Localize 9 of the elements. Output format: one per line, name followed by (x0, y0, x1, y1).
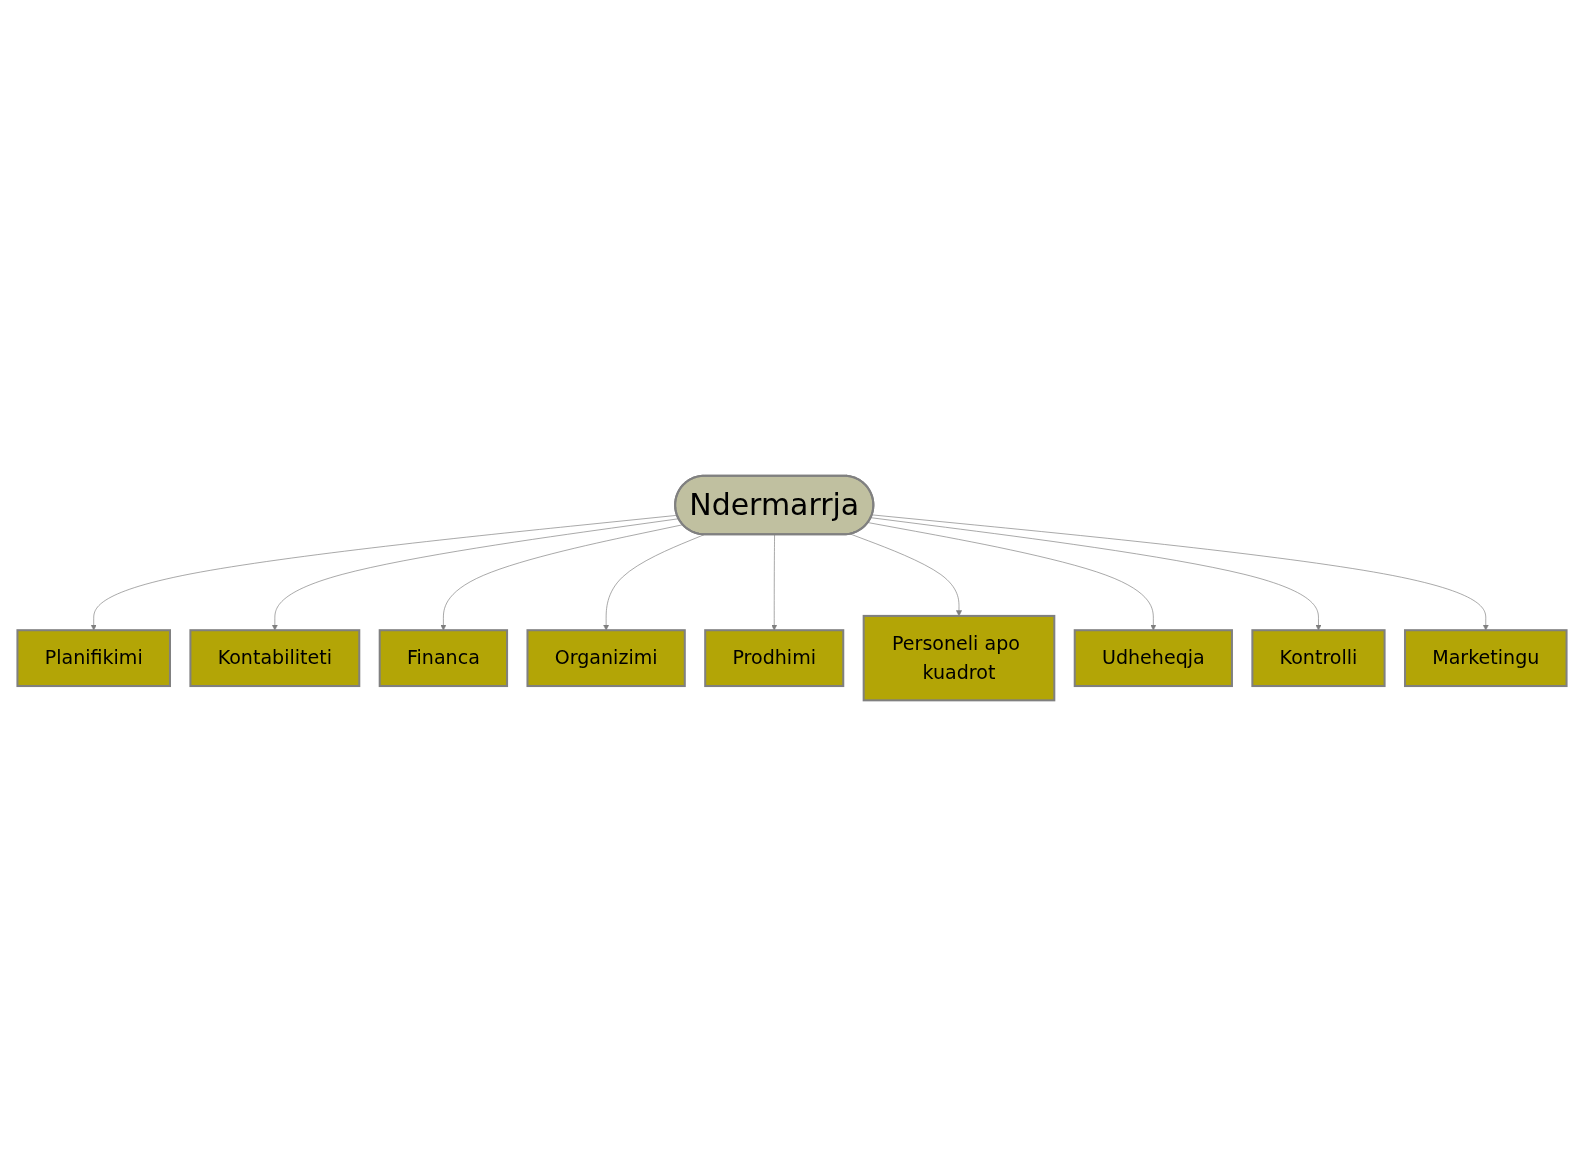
node-box: Planifikimi (16, 629, 171, 688)
node-box: Personeli apo kuadrot (862, 614, 1056, 702)
node-box: Udheheqja (1073, 629, 1233, 688)
node-box: Prodhimi (704, 629, 845, 688)
node-box: Kontrolli (1251, 629, 1386, 688)
node-box: Marketingu (1404, 629, 1568, 688)
node-box: Organizimi (526, 629, 686, 688)
node-box: Kontabiliteti (189, 629, 361, 688)
node-box: Financa (378, 629, 509, 688)
